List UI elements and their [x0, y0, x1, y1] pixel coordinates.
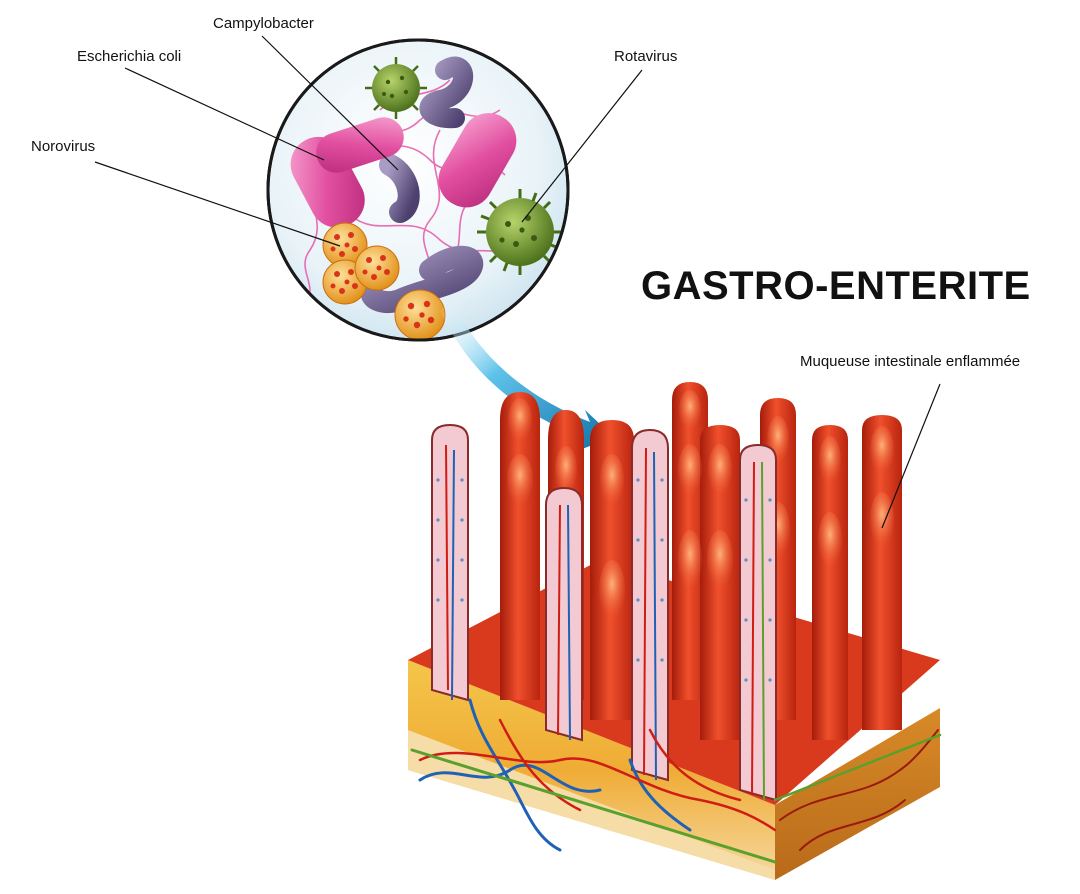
rotavirus-particles — [365, 57, 563, 275]
campylobacter-bacteria — [360, 56, 484, 313]
villi-cross-section — [431, 423, 777, 802]
norovirus-leader — [94, 161, 341, 247]
page-title: GASTRO-ENTERITE — [641, 264, 1031, 308]
tissue-leader — [881, 383, 941, 529]
rotavirus-label: Rotavirus — [614, 48, 678, 65]
ecoli-label: Escherichia coli — [77, 48, 182, 65]
ecoli-bacteria — [290, 113, 517, 228]
intestinal-mucosa — [408, 382, 942, 880]
rotavirus-leader — [521, 69, 643, 223]
blood-vessels — [410, 698, 942, 864]
norovirus-particles — [322, 222, 446, 340]
norovirus-label: Norovirus — [31, 138, 96, 155]
campylobacter-leader — [261, 35, 399, 171]
campylobacter-label: Campylobacter — [213, 15, 314, 32]
pathogen-magnifier — [266, 38, 570, 342]
tissue-label: Muqueuse intestinale enflammée — [800, 353, 1021, 370]
leader-lines — [94, 35, 941, 529]
ecoli-leader — [124, 67, 325, 161]
